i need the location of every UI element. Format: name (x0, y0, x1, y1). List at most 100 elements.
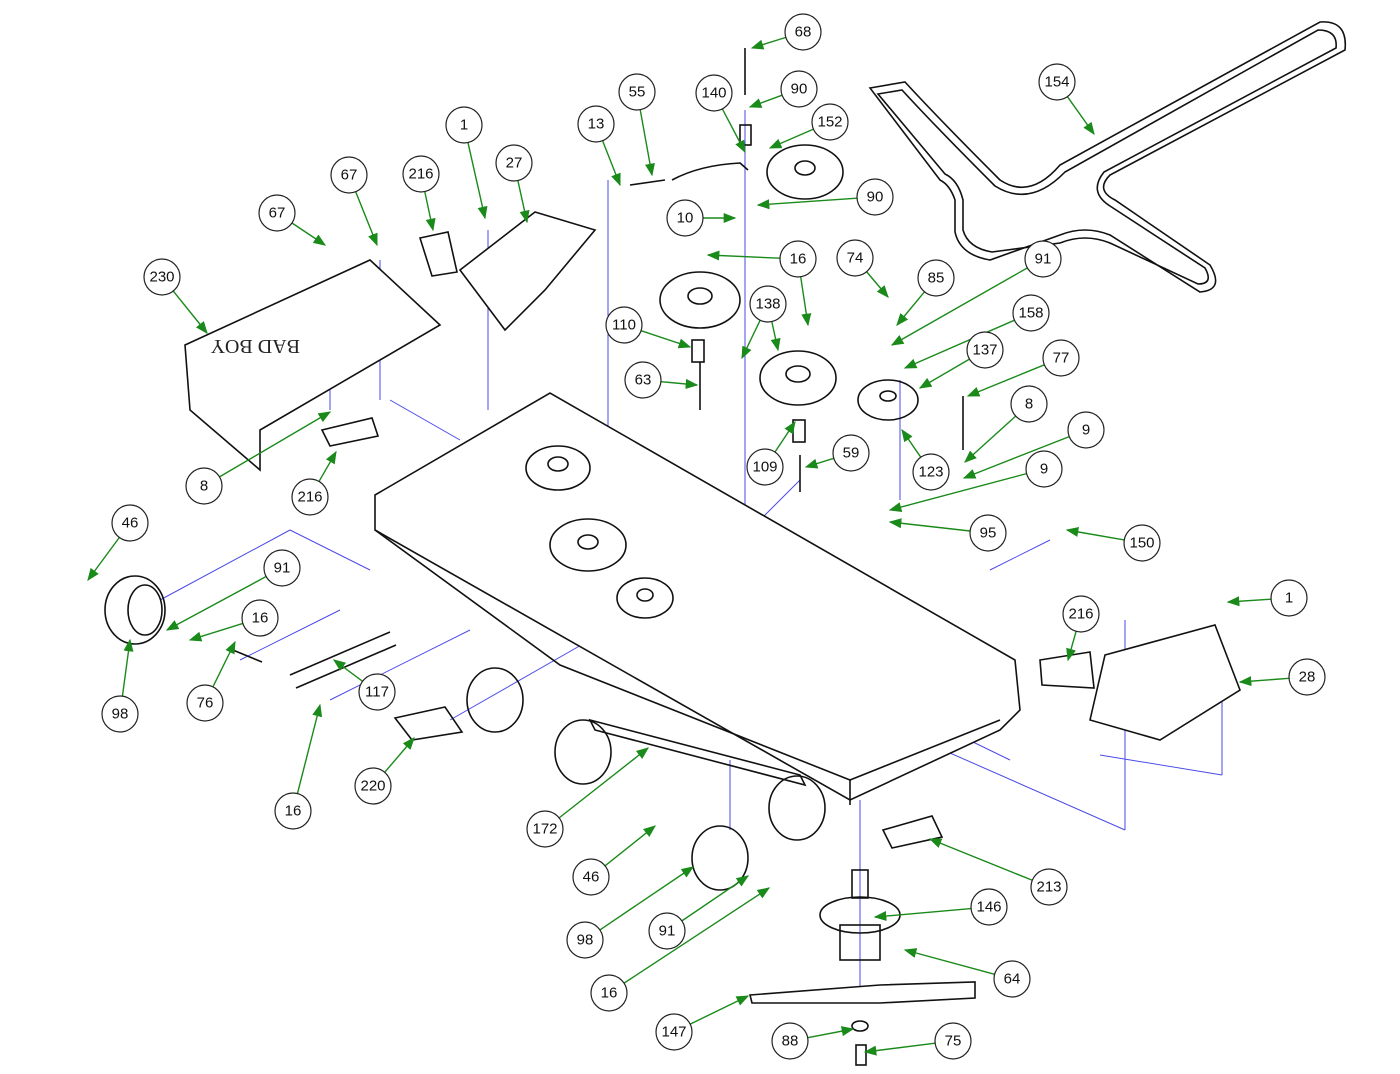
callout-90: 90 (756, 178, 894, 216)
leader-arrow (601, 140, 621, 187)
callout-circle (1270, 579, 1308, 617)
leader-arrow (873, 907, 972, 922)
callout-label: 140 (701, 85, 726, 102)
callout-label: 8 (200, 478, 208, 495)
spring-and-bolts (629, 48, 964, 492)
leader-arrow (1066, 96, 1095, 136)
callout-label: 91 (274, 560, 291, 577)
callout-216: 216 (402, 155, 440, 232)
callout-label: 137 (972, 342, 997, 359)
callout-label: 138 (755, 296, 780, 313)
callout-88: 88 (771, 1022, 855, 1060)
leader-arrow (604, 825, 656, 867)
callout-circle (1030, 868, 1068, 906)
leader-arrow (121, 638, 134, 697)
callout-circle (258, 194, 296, 232)
callout-8: 8 (185, 411, 332, 505)
leader-arrow (750, 36, 787, 50)
leader-arrow (1238, 676, 1290, 687)
leader-arrow (918, 358, 970, 389)
callout-59: 59 (804, 434, 870, 472)
callout-95: 95 (888, 514, 1007, 552)
deck-skirt (374, 529, 1001, 781)
callout-circle (746, 448, 784, 486)
callout-label: 88 (782, 1033, 799, 1050)
callout-9: 9 (888, 450, 1063, 512)
bolt-75 (855, 1044, 867, 1066)
callout-label: 146 (976, 899, 1001, 916)
callout-label: 46 (122, 515, 139, 532)
leader-arrow (774, 420, 796, 453)
callout-circle (402, 155, 440, 193)
leader-arrow (332, 659, 363, 682)
callout-label: 75 (945, 1033, 962, 1050)
callout-label: 64 (1004, 971, 1021, 988)
callout-74: 74 (836, 239, 889, 298)
leader-arrow (706, 250, 781, 261)
callout-circle (832, 434, 870, 472)
callout-16: 16 (590, 887, 771, 1012)
callout-circle (605, 306, 643, 344)
callout-circle (779, 240, 817, 278)
callout-circle (856, 178, 894, 216)
callout-85: 85 (896, 259, 955, 326)
leader-arrow (888, 518, 971, 532)
callout-label: 63 (635, 372, 652, 389)
callout-circle (993, 960, 1031, 998)
callout-circle (655, 1013, 693, 1051)
leader-arrow (291, 222, 327, 246)
callout-68: 68 (750, 13, 822, 51)
callout-label: 216 (297, 489, 322, 506)
wheels (104, 575, 826, 891)
callout-label: 9 (1082, 422, 1090, 439)
leader-arrow (640, 330, 692, 349)
leader-arrow (599, 866, 695, 931)
callout-230: 230 (143, 258, 208, 334)
leader-arrow (890, 267, 1028, 346)
callout-label: 1 (460, 117, 468, 134)
leader-arrow (888, 472, 1027, 512)
callout-110: 110 (605, 306, 692, 349)
leader-arrow (172, 290, 208, 334)
callout-138: 138 (741, 285, 787, 360)
callout-label: 59 (843, 445, 860, 462)
callout-9: 9 (962, 411, 1105, 479)
leader-arrow (1065, 526, 1125, 541)
leader-arrow (807, 1026, 855, 1039)
leader-arrow (384, 737, 415, 773)
callout-circle (695, 74, 733, 112)
callout-circle (185, 467, 223, 505)
callout-label: 123 (918, 464, 943, 481)
callout-154: 154 (1038, 63, 1095, 136)
callout-64: 64 (903, 948, 1031, 998)
callout-circle (1067, 411, 1105, 449)
leader-arrow (165, 575, 267, 631)
callout-67: 67 (330, 156, 378, 247)
leader-arrow (424, 191, 436, 232)
callout-109: 109 (746, 420, 796, 486)
callout-158: 158 (903, 294, 1050, 369)
callout-label: 150 (1129, 535, 1154, 552)
mower-deck (374, 392, 1021, 801)
callout-label: 91 (659, 923, 676, 940)
leader-arrow (863, 1042, 936, 1056)
leader-arrow (966, 364, 1045, 397)
callout-circle (771, 1022, 809, 1060)
leader-arrow (467, 142, 488, 220)
leader-arrow (768, 128, 814, 149)
callout-label: 13 (588, 116, 605, 133)
leader-arrow (87, 537, 120, 582)
leader-arrow (558, 747, 649, 819)
callout-55: 55 (618, 73, 656, 177)
callout-circle (784, 13, 822, 51)
callout-circle (291, 478, 329, 516)
leader-arrow (1226, 596, 1272, 607)
callout-label: 27 (506, 155, 523, 172)
leader-arrow (866, 271, 889, 298)
callout-label: 28 (1299, 669, 1316, 686)
callout-213: 213 (928, 838, 1068, 906)
callout-circle (1042, 339, 1080, 377)
callout-circle (101, 695, 139, 733)
